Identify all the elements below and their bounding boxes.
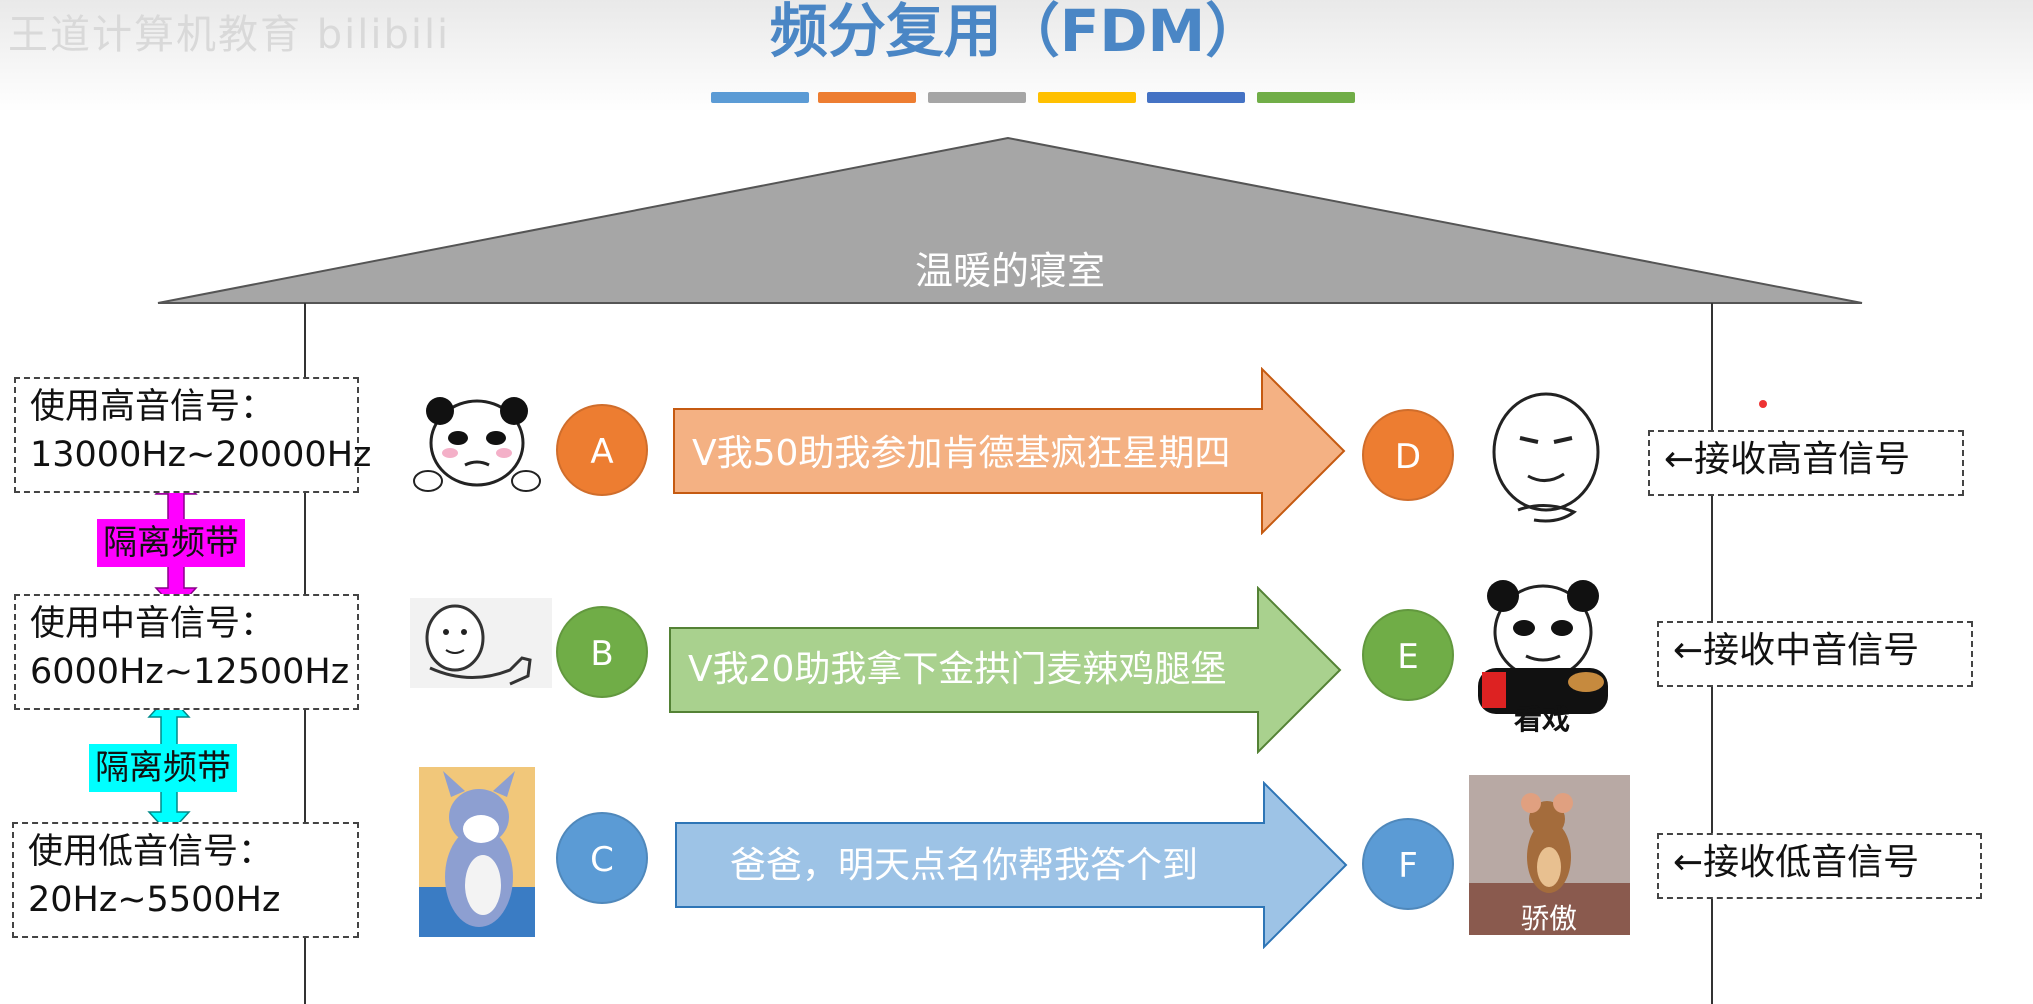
title-underline-bar-4 (1038, 92, 1136, 103)
receiver-label-low: ←接收低音信号 (1657, 833, 1982, 899)
guard-band-label-1: 隔离频带 (97, 519, 245, 567)
message-arrow-high (673, 367, 1346, 535)
roof-label: 温暖的寝室 (914, 249, 1105, 293)
title-underline-bar-2 (818, 92, 916, 103)
receiver-label-mid: ←接收中音信号 (1657, 621, 1973, 687)
sender-info-mid-line2: 6000Hz~12500Hz (30, 652, 350, 692)
sender-info-mid: 使用中音信号： 6000Hz~12500Hz (14, 594, 359, 710)
message-text-mid: V我20助我拿下金拱门麦辣鸡腿堡 (688, 649, 1227, 690)
page-title: 频分复用（FDM） (769, 0, 1264, 65)
watermark: 王道计算机教育 bilibili (8, 12, 451, 58)
house-roof (157, 136, 1863, 304)
jerry-mouse-meme-icon (1469, 775, 1630, 935)
sender-info-high-line2: 13000Hz~20000Hz (30, 435, 372, 475)
sender-info-low-line1: 使用低音信号： (28, 832, 274, 872)
message-text-high: V我50助我参加肯德基疯狂星期四 (692, 433, 1231, 474)
panda-meme-image (410, 393, 545, 495)
title-underline-bar-5 (1147, 92, 1245, 103)
message-text-low: 爸爸，明天点名你帮我答个到 (730, 845, 1199, 886)
panda-watching-meme-image: 看戏 (1468, 572, 1618, 742)
node-b: B (556, 606, 648, 698)
guard-band-label-2: 隔离频带 (89, 744, 237, 792)
title-underline-bar-1 (711, 92, 809, 103)
tom-cat-meme-icon (419, 767, 535, 937)
thumbs-up-meme-image (410, 598, 552, 688)
thumbs-up-meme-icon (410, 598, 552, 688)
tom-cat-meme-image (419, 767, 535, 937)
smirk-meme-icon (1492, 392, 1600, 523)
node-d: D (1362, 409, 1454, 501)
node-c: C (556, 812, 648, 904)
node-a: A (556, 404, 648, 496)
message-arrow-low (675, 781, 1348, 949)
title-underline-bar-6 (1257, 92, 1355, 103)
title-underline-bar-3 (928, 92, 1026, 103)
receiver-label-high: ←接收高音信号 (1648, 430, 1964, 496)
node-e: E (1362, 609, 1454, 701)
smirk-meme-image (1478, 390, 1613, 535)
sender-info-high-line1: 使用高音信号： (30, 387, 276, 427)
sender-info-low-line2: 20Hz~5500Hz (28, 880, 281, 920)
panda-watching-caption: 看戏 (1514, 703, 1571, 736)
jerry-mouse-meme-image: 骄傲 (1469, 775, 1630, 935)
pointer-dot (1759, 400, 1767, 408)
panda-meme-icon (413, 397, 541, 492)
message-arrow-mid (669, 586, 1342, 754)
jerry-mouse-caption: 骄傲 (1521, 902, 1578, 935)
sender-info-low: 使用低音信号： 20Hz~5500Hz (12, 822, 359, 938)
sender-info-mid-line1: 使用中音信号： (30, 604, 276, 644)
sender-info-high: 使用高音信号： 13000Hz~20000Hz (14, 377, 372, 493)
node-f: F (1362, 818, 1454, 910)
panda-watching-meme-icon (1478, 580, 1608, 714)
